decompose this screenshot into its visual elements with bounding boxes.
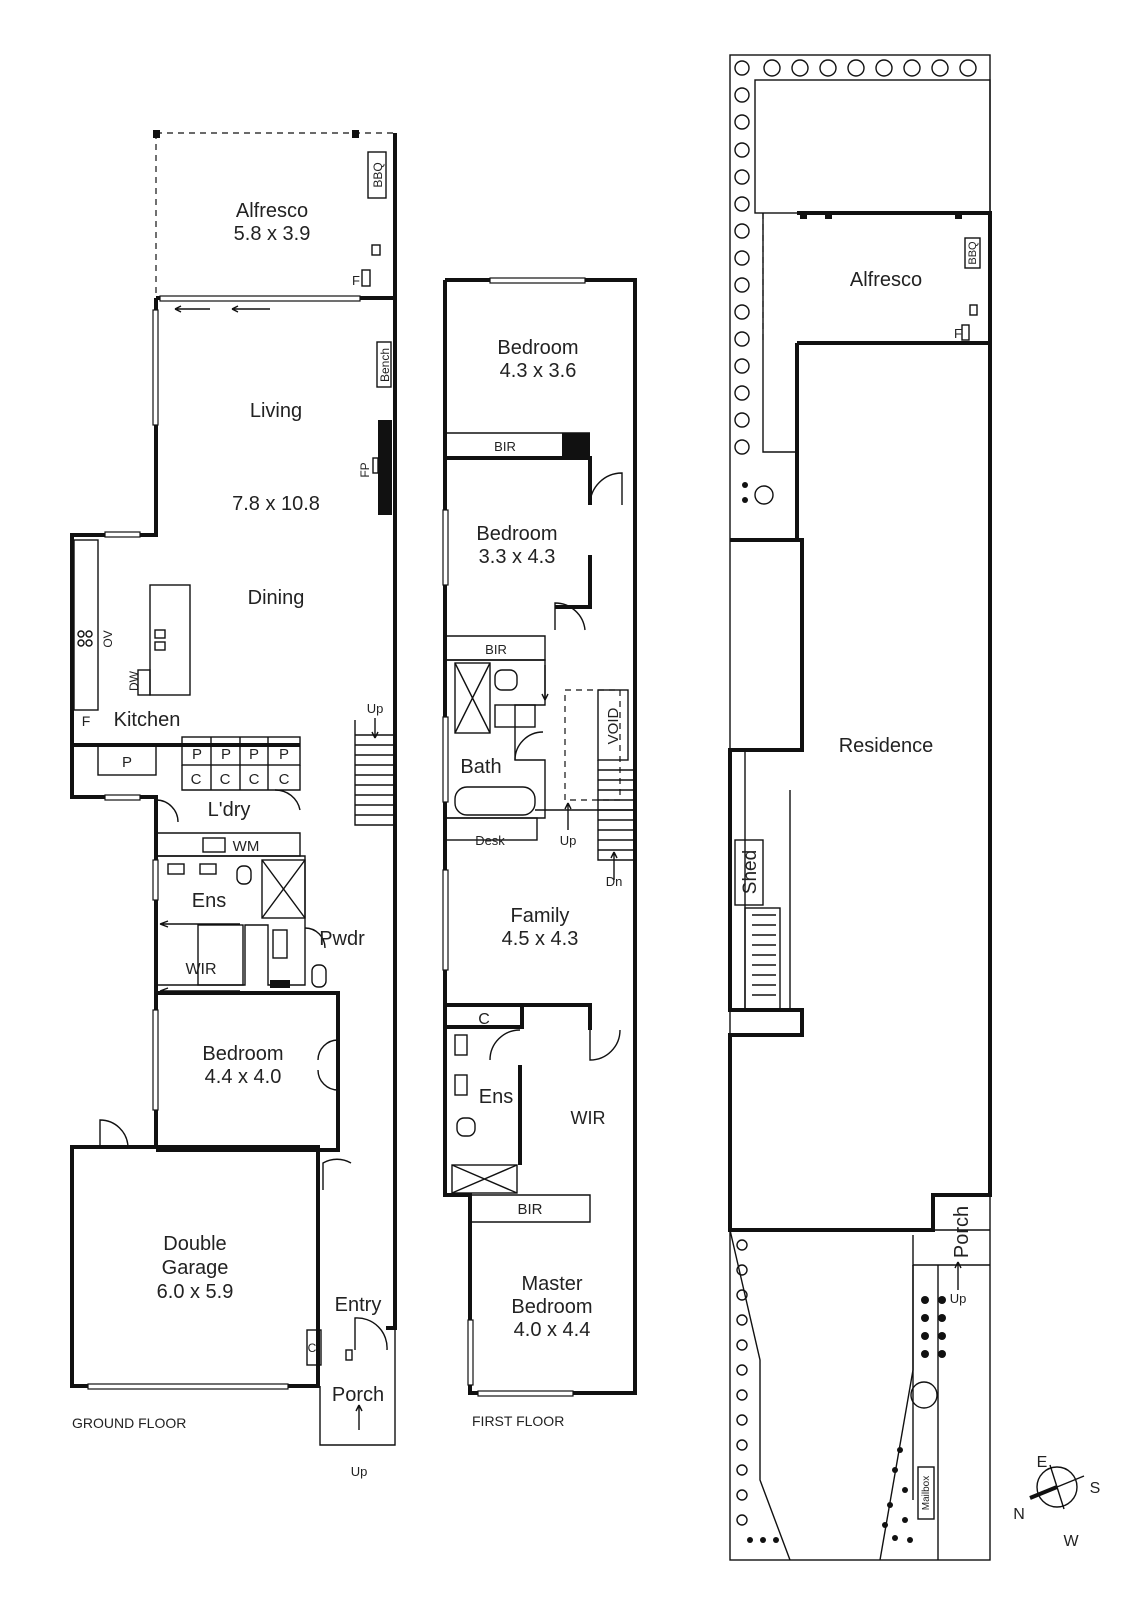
compass-n: N bbox=[1013, 1506, 1025, 1523]
site-bbq-label: BBQ bbox=[967, 241, 979, 265]
alfresco-label: Alfresco bbox=[236, 200, 308, 222]
pantry-label-4: P bbox=[249, 746, 259, 763]
laundry-label: L'dry bbox=[208, 799, 251, 821]
first-floor-plan bbox=[442, 277, 637, 1397]
ground-floor-caption: GROUND FLOOR bbox=[72, 1415, 186, 1431]
ff-up-label: Up bbox=[560, 833, 577, 848]
ensuite-label: Ens bbox=[192, 890, 226, 912]
compass bbox=[1029, 1464, 1085, 1510]
alfresco-size: 5.8 x 3.9 bbox=[234, 223, 311, 245]
cupboard-label-4: C bbox=[279, 771, 290, 788]
ff-desk-label: Desk bbox=[475, 833, 505, 848]
bedroom-label: Bedroom bbox=[202, 1043, 283, 1065]
ff-dn-label: Dn bbox=[606, 874, 623, 889]
site-plan bbox=[728, 54, 992, 1561]
bedroom-size: 4.4 x 4.0 bbox=[205, 1066, 282, 1088]
fridge-alfresco-label: F bbox=[352, 273, 360, 288]
cupboard-label-3: C bbox=[249, 771, 260, 788]
ff-bedroom-b-size: 3.3 x 4.3 bbox=[479, 546, 556, 568]
site-up-label: Up bbox=[950, 1291, 967, 1306]
wir-label: WIR bbox=[185, 961, 216, 978]
cupboard-label-2: C bbox=[220, 771, 231, 788]
powder-label: Pwdr bbox=[319, 928, 365, 950]
cupboard-label-1: C bbox=[191, 771, 202, 788]
entry-label: Entry bbox=[335, 1294, 382, 1316]
pantry-label-1: P bbox=[122, 754, 132, 771]
ff-bedroom-a-label: Bedroom bbox=[497, 337, 578, 359]
ff-bedroom-b-label: Bedroom bbox=[476, 523, 557, 545]
ff-master-label-1: Master bbox=[521, 1273, 582, 1295]
ff-master-size: 4.0 x 4.4 bbox=[514, 1319, 591, 1341]
first-floor-caption: FIRST FLOOR bbox=[472, 1413, 564, 1429]
fp-label: FP bbox=[358, 462, 372, 477]
bbq-label: BBQ bbox=[371, 162, 385, 187]
living-size: 7.8 x 10.8 bbox=[232, 493, 320, 515]
dining-label: Dining bbox=[248, 587, 305, 609]
kitchen-label: Kitchen bbox=[114, 709, 181, 731]
compass-w: W bbox=[1063, 1533, 1079, 1550]
ff-master-label-2: Bedroom bbox=[511, 1296, 592, 1318]
shed-label: Shed bbox=[740, 850, 761, 894]
mailbox-label: Mailbox bbox=[921, 1476, 932, 1510]
site-alfresco-label: Alfresco bbox=[850, 269, 922, 291]
porch-label: Porch bbox=[332, 1384, 384, 1406]
garage-label-2: Garage bbox=[162, 1257, 229, 1279]
ff-family-label: Family bbox=[511, 905, 570, 927]
bench-label: Bench bbox=[378, 348, 392, 382]
compass-s: S bbox=[1090, 1480, 1101, 1497]
compass-e: E bbox=[1037, 1454, 1048, 1471]
ground-floor-plan bbox=[70, 130, 397, 1446]
living-label: Living bbox=[250, 400, 302, 422]
washing-machine-label: WM bbox=[233, 838, 260, 855]
site-fridge-label: F bbox=[954, 326, 962, 341]
oven-label: OV bbox=[101, 630, 115, 647]
pantry-label-2: P bbox=[192, 746, 202, 763]
ff-bath-label: Bath bbox=[460, 756, 501, 778]
ff-bir-label-1: BIR bbox=[494, 439, 516, 454]
ff-wir-label: WIR bbox=[571, 1108, 606, 1128]
stair-up-label: Up bbox=[367, 701, 384, 716]
ff-bir-label-2: BIR bbox=[485, 642, 507, 657]
ff-bedroom-a-size: 4.3 x 3.6 bbox=[500, 360, 577, 382]
fridge-label: F bbox=[82, 713, 91, 729]
pantry-label-3: P bbox=[221, 746, 231, 763]
ff-ensuite-label: Ens bbox=[479, 1086, 513, 1108]
garage-cupboard-label: C bbox=[308, 1341, 317, 1355]
residence-label: Residence bbox=[839, 735, 934, 757]
ff-cupboard-label: C bbox=[478, 1011, 490, 1028]
ff-void-label: VOID bbox=[605, 708, 622, 745]
garage-size: 6.0 x 5.9 bbox=[157, 1281, 234, 1303]
ff-bir-label-3: BIR bbox=[517, 1201, 542, 1218]
pantry-label-5: P bbox=[279, 746, 289, 763]
porch-up-label: Up bbox=[351, 1464, 368, 1479]
dishwasher-label: DW bbox=[127, 670, 141, 691]
site-porch-label: Porch bbox=[951, 1206, 973, 1258]
ff-family-size: 4.5 x 4.3 bbox=[502, 928, 579, 950]
garage-label-1: Double bbox=[163, 1233, 226, 1255]
